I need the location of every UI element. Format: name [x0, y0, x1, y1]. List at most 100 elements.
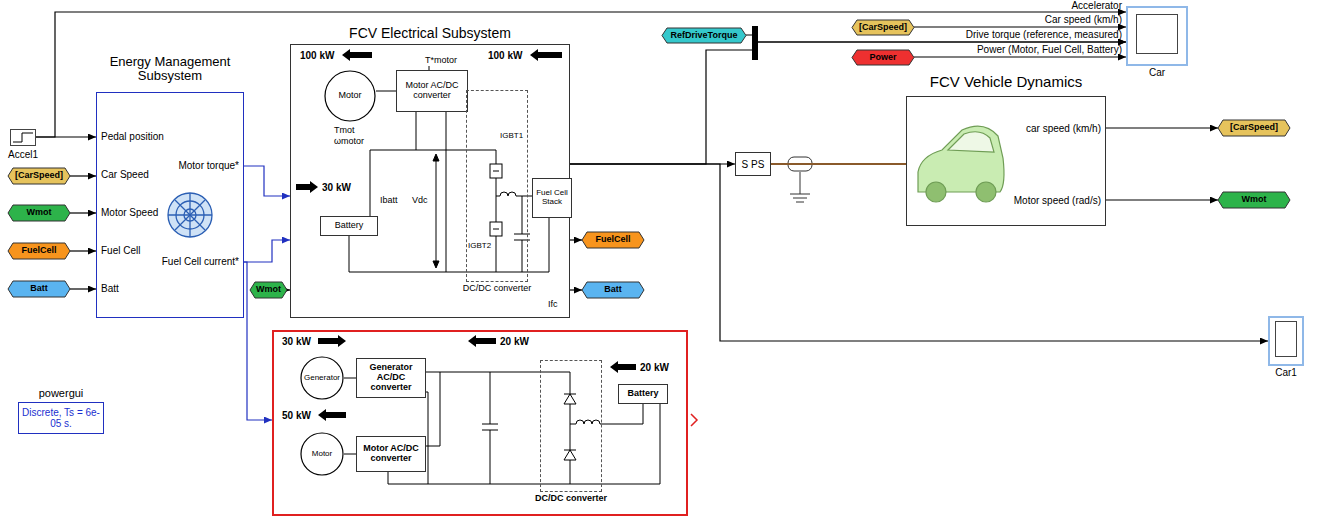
energy-management-icon [168, 193, 212, 237]
ground-symbol [790, 194, 810, 195]
from-tag: Batt [8, 281, 70, 297]
electrical-circuit [496, 196, 500, 197]
generator-circuit [576, 420, 600, 424]
block-text: Motor AC/DC converter [397, 81, 467, 101]
goto-tag: FuelCell [582, 232, 644, 248]
generator-circuit [490, 372, 491, 424]
block-text: Motor torque* [178, 160, 239, 171]
block-text: Discrete, Ts = 6e-05 s. [20, 407, 102, 429]
block-text: Wmot [27, 208, 52, 218]
power-value: 20 kW [500, 336, 529, 347]
block-text: FCV Electrical Subsystem [291, 26, 569, 41]
converter-box: Motor AC/DC converter [356, 436, 426, 472]
block-text: Battery [335, 221, 364, 231]
port-symbol [691, 414, 697, 426]
signal-name: Drive torque (reference, measured) [966, 29, 1122, 40]
block-text: Power [869, 53, 896, 63]
electrical-circuit [446, 112, 447, 272]
component-name: IGBT1 [500, 132, 523, 141]
block-text: [CarSpeed] [1230, 123, 1278, 133]
block-text: Battery [627, 389, 658, 399]
ground-symbol [790, 172, 810, 202]
block-text: Accel1 [0, 149, 48, 160]
block-text: [CarSpeed] [15, 171, 63, 181]
block-text: Energy Management Subsystem [90, 55, 250, 84]
scope-screen [1275, 321, 1297, 357]
signal-line [1106, 127, 1218, 128]
signal-line [70, 212, 96, 213]
electrical-circuit [490, 222, 502, 236]
electrical-circuit [416, 112, 417, 150]
generator-circuit [420, 372, 570, 373]
generator-circuit [344, 454, 356, 455]
power-value: 100 kW [488, 50, 522, 61]
block-text: FCV Vehicle Dynamics [907, 74, 1105, 91]
component-name: IGBT2 [468, 242, 491, 251]
block-text: DC/DC converter [446, 284, 548, 294]
electrical-circuit [436, 158, 437, 264]
block-text: [CarSpeed] [859, 23, 907, 33]
tag-fill [582, 282, 644, 298]
power-flow-arrow [318, 335, 346, 347]
block-text: RefDriveTorque [671, 31, 738, 41]
scope-screen [1136, 14, 1178, 54]
block-text: car speed (km/h) [1026, 123, 1101, 134]
converter-block: S PS [735, 152, 771, 176]
signal-line [1106, 199, 1218, 200]
step-icon [13, 133, 33, 142]
signal-name: Ibatt [380, 196, 398, 206]
signal-line [570, 239, 582, 240]
block-text: Fuel Cell current* [162, 256, 239, 267]
electrical-circuit [349, 272, 549, 273]
from-tag: [CarSpeed] [852, 20, 914, 35]
from-tag: [CarSpeed] [8, 168, 70, 184]
power-value: 30 kW [282, 336, 311, 347]
signal-line [570, 164, 1268, 341]
fuel-cell-box: Fuel Cell Stack [532, 178, 572, 218]
electrical-circuit [376, 91, 396, 92]
power-value: 30 kW [322, 182, 351, 193]
from-tag: RefDriveTorque [662, 28, 746, 43]
block-text: Batt [30, 284, 48, 294]
electrical-circuit [349, 66, 549, 272]
generator-circuit [564, 450, 576, 460]
battery-box: Battery [618, 384, 668, 404]
generator-circuit [660, 404, 661, 484]
from-tag: Power [852, 50, 914, 65]
block-text: Generator [304, 374, 340, 383]
motor-symbol: Motor [300, 432, 344, 476]
signal-line [244, 166, 290, 196]
block-text: Generator AC/DC converter [357, 363, 425, 393]
power-flow-arrow [468, 335, 496, 347]
block-text: Motor AC/DC converter [357, 444, 425, 464]
tag-fill [1218, 120, 1290, 136]
tag-fill [250, 282, 287, 298]
electrical-circuit [493, 229, 499, 230]
power-flow-arrow [296, 181, 318, 193]
circle-fill [301, 357, 343, 399]
generator-circuit [570, 424, 576, 425]
block-text: Pedal position [101, 131, 164, 142]
car-illustration [926, 182, 946, 202]
goto-tag: [CarSpeed] [1218, 120, 1290, 136]
converter-box: Motor AC/DC converter [396, 70, 468, 112]
signal-name: Vdc [412, 196, 428, 206]
signal-line [570, 289, 582, 290]
tag-fill [852, 20, 914, 35]
generator-circuit [344, 378, 356, 379]
signal-name: Accelerator [1071, 0, 1122, 11]
electrical-circuit [522, 196, 523, 234]
power-flow-arrow [530, 49, 562, 61]
electrical-circuit [370, 150, 496, 151]
generator-circuit [564, 394, 576, 395]
electrical-circuit [516, 196, 532, 197]
vehicle-block: FCV Vehicle Dynamicscar speed (km/h)Moto… [906, 96, 1106, 226]
power-flow-arrow [610, 361, 636, 373]
block-text: Motor speed (rad/s) [1014, 195, 1101, 206]
block-text: Batt [101, 283, 119, 294]
generator-circuit [482, 424, 498, 425]
signal-line [244, 240, 290, 262]
energy-management-icon [175, 200, 205, 230]
subsystem-block: FCV Electrical SubsystemMotorMotor AC/DC… [290, 44, 570, 318]
scope-block: Car [1126, 6, 1188, 66]
